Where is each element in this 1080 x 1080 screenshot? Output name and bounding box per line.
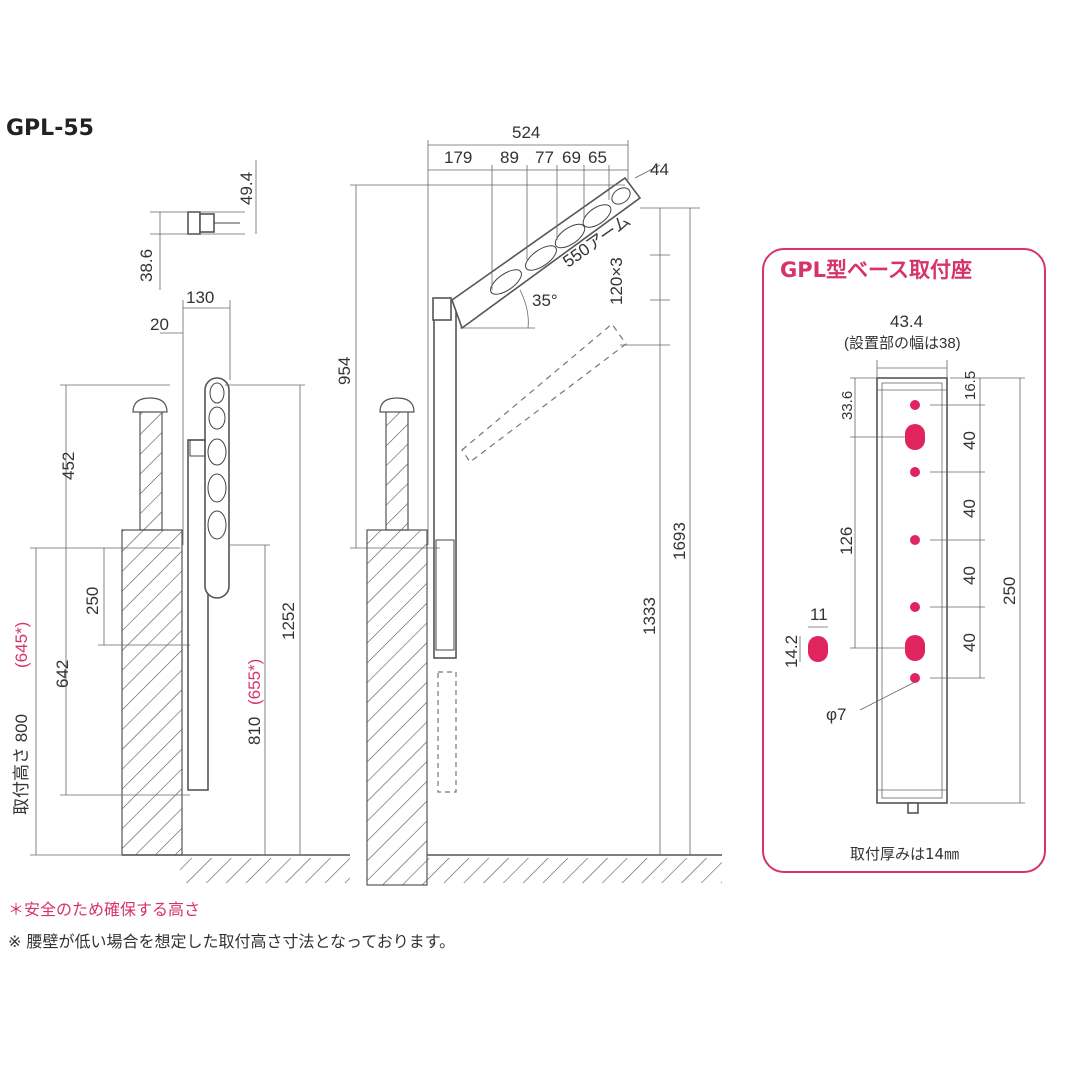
hole-small-2 xyxy=(910,467,920,477)
dim-1252: 1252 xyxy=(279,602,298,640)
dim-65: 65 xyxy=(588,148,607,167)
dim-250-left: 250 xyxy=(83,587,102,615)
dim-126: 126 xyxy=(837,527,856,555)
model-title: GPL-55 xyxy=(6,116,94,141)
product-folded xyxy=(187,377,230,791)
dim-250-base: 250 xyxy=(1000,577,1019,605)
dim-44: 44 xyxy=(650,160,669,179)
base-width: 43.4 xyxy=(890,312,923,331)
base-thickness-note: 取付厚みは14㎜ xyxy=(850,845,960,863)
dim-40-c: 40 xyxy=(960,566,979,585)
dim-33-6: 33.6 xyxy=(839,391,856,420)
dim-phi7: φ7 xyxy=(826,705,846,724)
angle-label: 35° xyxy=(532,291,558,310)
hole-large-2 xyxy=(905,635,925,661)
dim-642: 642 xyxy=(53,660,72,688)
wall-middle xyxy=(366,397,722,886)
assumption-note: ※ 腰壁が低い場合を想定した取付高さ寸法となっております。 xyxy=(8,932,456,951)
hole-large-1 xyxy=(905,424,925,450)
bracket-top-detail xyxy=(150,160,257,290)
dim-810: 810 xyxy=(245,717,264,745)
dim-1333: 1333 xyxy=(640,597,659,635)
dim-69: 69 xyxy=(562,148,581,167)
base-panel xyxy=(762,248,1046,873)
dim-38-6: 38.6 xyxy=(137,249,156,282)
dim-954: 954 xyxy=(335,357,354,385)
hole-small-5 xyxy=(910,673,920,683)
dim-1693: 1693 xyxy=(670,522,689,560)
install-height-safe: (645*) xyxy=(12,622,31,668)
dim-14-2: 14.2 xyxy=(782,635,801,668)
dim-20: 20 xyxy=(150,315,169,334)
hole-small-4 xyxy=(910,602,920,612)
install-height: 取付高さ 800 xyxy=(12,714,31,815)
dim-40-d: 40 xyxy=(960,633,979,652)
safety-note: ＊安全のため確保する高さ xyxy=(8,900,201,919)
dim-77: 77 xyxy=(535,148,554,167)
dim-130: 130 xyxy=(186,288,214,307)
dim-524: 524 xyxy=(512,123,540,142)
dim-11: 11 xyxy=(810,605,828,624)
dim-810-safe: (655*) xyxy=(245,659,264,705)
dim-40-b: 40 xyxy=(960,499,979,518)
dim-16-5: 16.5 xyxy=(962,371,979,400)
dim-49-4: 49.4 xyxy=(237,172,256,205)
hole-detail xyxy=(808,636,828,662)
dim-179: 179 xyxy=(444,148,472,167)
base-title: GPL型ベース取付座 xyxy=(780,258,972,282)
base-width-note: (設置部の幅は38) xyxy=(844,335,961,352)
dim-452: 452 xyxy=(59,452,78,480)
wall-left xyxy=(121,397,350,883)
dim-40-a: 40 xyxy=(960,431,979,450)
product-open xyxy=(432,176,642,793)
dim-120x3: 120×3 xyxy=(607,257,626,305)
hole-small-3 xyxy=(910,535,920,545)
hole-small-1 xyxy=(910,400,920,410)
dim-89: 89 xyxy=(500,148,519,167)
